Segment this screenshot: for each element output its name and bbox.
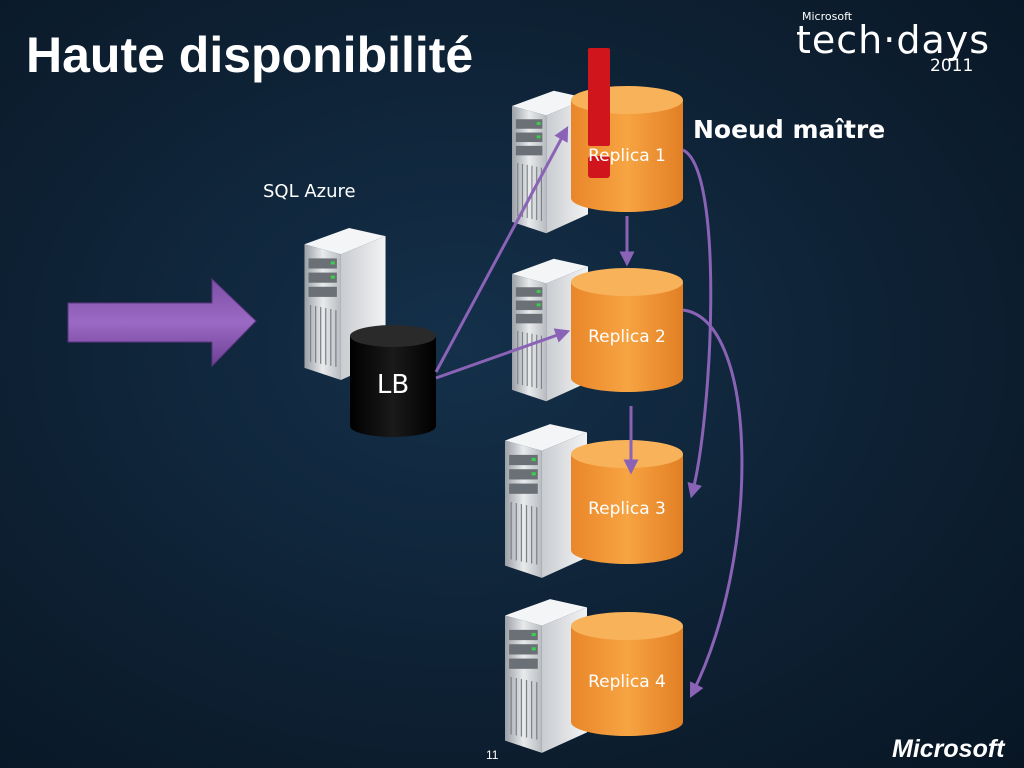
connection-arrows — [434, 126, 744, 699]
arrow-lb-to-replica-2 — [435, 328, 571, 380]
database-cylinder-icon — [571, 440, 683, 564]
replica-4-label: Replica 4 — [588, 672, 666, 692]
page-number: 11 — [486, 748, 499, 762]
event-logo-brand: Microsoft — [802, 10, 853, 23]
service-label: SQL Azure — [263, 181, 356, 202]
replica-3-label: Replica 3 — [588, 499, 666, 519]
replica-2-label: Replica 2 — [588, 327, 666, 347]
replica-1-label: Replica 1 — [588, 146, 666, 166]
load-balancer-cylinder-icon — [350, 325, 436, 437]
load-balancer-label: LB — [376, 370, 410, 400]
master-node-label: Noeud maître — [693, 115, 886, 144]
input-arrow-icon — [67, 277, 257, 368]
event-logo-year: 2011 — [930, 56, 974, 76]
database-cylinder-icon — [571, 612, 683, 736]
arrow-replica-2-to-4 — [682, 308, 744, 699]
page-title: Haute disponibilité — [26, 27, 474, 83]
arrow-lb-to-replica-1 — [434, 126, 569, 373]
arrow-replica-1-to-3 — [682, 148, 713, 499]
footer-logo: Microsoft — [892, 735, 1005, 763]
database-cylinder-icon — [571, 268, 683, 392]
event-logo-name: tech·days — [796, 18, 991, 62]
